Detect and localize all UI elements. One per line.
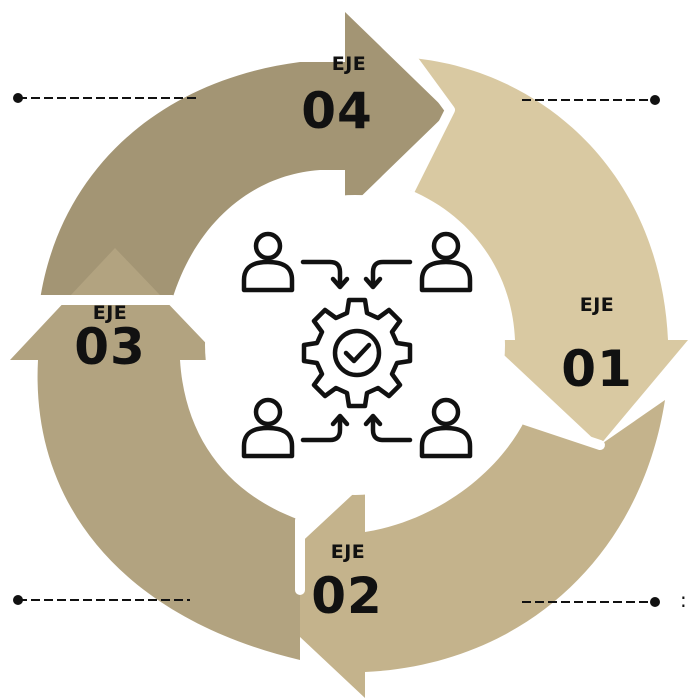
center-disk [205, 195, 505, 495]
gear-icon [301, 297, 413, 409]
user-icon [241, 397, 295, 459]
center-icon [241, 231, 473, 459]
arrow-icon [363, 259, 413, 290]
segment-03-arrow [10, 248, 300, 660]
partial-text-edge: : [680, 588, 687, 612]
segment-02-arrow [250, 400, 665, 698]
checkmark-icon [343, 342, 372, 364]
user-icon [419, 231, 473, 293]
connector-bottom-right [522, 597, 660, 607]
user-icon [419, 397, 473, 459]
segment-04-eje-label: EJE [331, 53, 367, 75]
segment-04-arrow [40, 12, 448, 300]
segment-03-eje-label: EJE [92, 302, 128, 324]
connector-top-left [13, 93, 200, 103]
arrow-icon [300, 413, 350, 443]
segment-01-arrow [410, 58, 688, 445]
segment-04-number: 04 [301, 82, 373, 140]
segment-03-number: 03 [74, 318, 146, 376]
segment-01-number: 01 [561, 340, 633, 398]
connector-bottom-left [13, 595, 190, 605]
arrow-icon [363, 413, 413, 443]
user-icon [241, 231, 295, 293]
segment-02-number: 02 [311, 567, 383, 625]
segment-02-eje-label: EJE [330, 541, 366, 563]
connector-top-right [522, 95, 660, 105]
arrow-icon [300, 259, 350, 290]
segment-01-eje-label: EJE [579, 294, 615, 316]
